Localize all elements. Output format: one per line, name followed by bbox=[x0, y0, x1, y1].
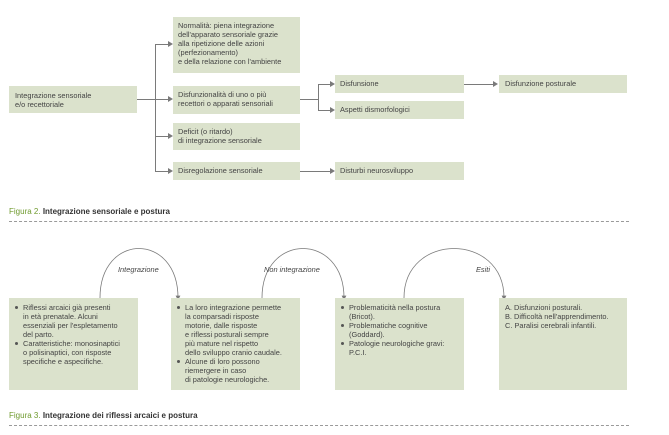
connector bbox=[318, 110, 330, 111]
branch-disregolazione: Disregolazione sensoriale bbox=[173, 162, 300, 180]
root-label: Integrazione sensoriale e/o recettoriale bbox=[15, 91, 92, 109]
connector bbox=[155, 99, 168, 100]
arrow-head bbox=[330, 168, 335, 174]
branch-normalita: Normalità: piena integrazione dell'appar… bbox=[173, 17, 300, 73]
figure-2-caption: Figura 2. Integrazione sensoriale e post… bbox=[9, 207, 170, 216]
list-item: Patologie neurologiche gravi: P.C.I. bbox=[340, 339, 459, 357]
branch-label: Disregolazione sensoriale bbox=[178, 166, 263, 175]
non-integrazione-list: Problematicità nella postura (Bricot). P… bbox=[340, 303, 459, 357]
riflessi-list: Riflessi arcaici già presenti in età pre… bbox=[14, 303, 133, 366]
arrow-head bbox=[330, 81, 335, 87]
connector bbox=[155, 44, 168, 45]
box-riflessi-arcaici: Riflessi arcaici già presenti in età pre… bbox=[9, 298, 138, 390]
root-box: Integrazione sensoriale e/o recettoriale bbox=[9, 86, 137, 113]
list-item: B. Difficoltà nell'apprendimento. bbox=[505, 312, 609, 321]
esiti-list: A. Disfunzioni posturali. B. Difficoltà … bbox=[505, 303, 621, 330]
disfunsione-box: Disfunsione bbox=[335, 75, 464, 93]
arrow-head bbox=[168, 133, 173, 139]
connector bbox=[318, 84, 319, 110]
connector bbox=[155, 44, 156, 171]
connector bbox=[300, 171, 330, 172]
arc-label-integrazione: Integrazione bbox=[118, 265, 159, 274]
arrow-head bbox=[168, 41, 173, 47]
arc-label-esiti: Esiti bbox=[476, 265, 490, 274]
branch-label: Normalità: piena integrazione dell'appar… bbox=[178, 21, 282, 66]
figure-3-caption: Figura 3. Integrazione dei riflessi arca… bbox=[9, 411, 198, 420]
list-item: Caratteristiche: monosinaptici o polisin… bbox=[14, 339, 133, 366]
arrow-head bbox=[168, 96, 173, 102]
connector bbox=[155, 171, 168, 172]
divider bbox=[9, 425, 629, 426]
connector bbox=[300, 99, 318, 100]
list-item: Problematicità nella postura (Bricot). bbox=[340, 303, 459, 321]
arrow-head bbox=[168, 168, 173, 174]
list-item: Riflessi arcaici già presenti in età pre… bbox=[14, 303, 133, 339]
list-item: La loro integrazione permette la compars… bbox=[176, 303, 295, 357]
list-item: C. Paralisi cerebrali infantili. bbox=[505, 321, 597, 330]
branch-label: Deficit (o ritardo) di integrazione sens… bbox=[178, 127, 262, 145]
figure-3-title: Integrazione dei riflessi arcaici e post… bbox=[42, 411, 198, 420]
arrow-head bbox=[493, 81, 498, 87]
integrazione-list: La loro integrazione permette la compars… bbox=[176, 303, 295, 384]
aspetti-box: Aspetti dismorfologici bbox=[335, 101, 464, 119]
connector bbox=[464, 84, 493, 85]
figure-3-number: Figura 3. bbox=[9, 411, 41, 420]
figure-2-number: Figura 2. bbox=[9, 207, 41, 216]
branch-label: Disfunzionalità di uno o più recettori o… bbox=[178, 90, 273, 108]
arrow-head bbox=[330, 107, 335, 113]
list-item: A. Disfunzioni posturali. bbox=[505, 303, 583, 312]
divider bbox=[9, 221, 629, 222]
arc-esiti bbox=[403, 248, 507, 301]
disturbi-label: Disturbi neurosviluppo bbox=[340, 166, 414, 175]
box-integrazione: La loro integrazione permette la compars… bbox=[171, 298, 300, 390]
branch-deficit: Deficit (o ritardo) di integrazione sens… bbox=[173, 123, 300, 150]
figure-2-title: Integrazione sensoriale e postura bbox=[42, 207, 170, 216]
connector bbox=[137, 99, 155, 100]
disturbi-box: Disturbi neurosviluppo bbox=[335, 162, 464, 180]
box-non-integrazione: Problematicità nella postura (Bricot). P… bbox=[335, 298, 464, 390]
connector bbox=[318, 84, 330, 85]
arc-non-integrazione bbox=[261, 248, 347, 301]
disfunzione-posturale-box: Disfunzione posturale bbox=[499, 75, 627, 93]
disfunsione-label: Disfunsione bbox=[340, 79, 379, 88]
aspetti-label: Aspetti dismorfologici bbox=[340, 105, 410, 114]
arc-label-non-integrazione: Non integrazione bbox=[264, 265, 320, 274]
box-esiti: A. Disfunzioni posturali. B. Difficoltà … bbox=[499, 298, 627, 390]
disfunzione-posturale-label: Disfunzione posturale bbox=[505, 79, 577, 88]
list-item: Problematiche cognitive (Goddard). bbox=[340, 321, 459, 339]
list-item: Alcune di loro possono riemergere in cas… bbox=[176, 357, 295, 384]
arc-integrazione bbox=[99, 248, 181, 301]
branch-disfunzionalita: Disfunzionalità di uno o più recettori o… bbox=[173, 86, 300, 114]
connector bbox=[155, 136, 168, 137]
